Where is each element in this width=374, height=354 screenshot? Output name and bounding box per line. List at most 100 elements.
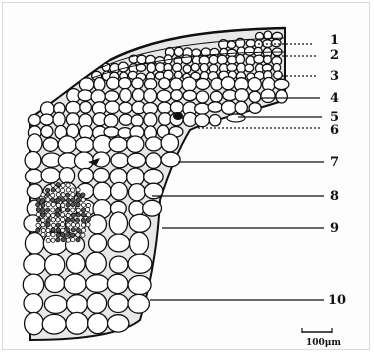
vascular-cell: [71, 228, 75, 232]
plant-cell: [120, 89, 132, 103]
vascular-cell: [66, 198, 70, 202]
vascular-cell: [66, 183, 70, 187]
vascular-cell: [66, 232, 70, 236]
vascular-cell: [61, 203, 65, 207]
plant-cell: [147, 63, 155, 73]
plant-cell: [235, 89, 248, 102]
plant-cell: [248, 78, 261, 91]
plant-cell: [89, 234, 107, 252]
vascular-cell: [46, 188, 50, 192]
plant-cell: [158, 102, 171, 113]
plant-cell: [132, 89, 144, 102]
plant-cell: [64, 274, 86, 294]
vascular-cell: [66, 208, 70, 212]
plant-cell: [93, 168, 109, 182]
label-4: 4: [330, 91, 339, 106]
plant-cell: [182, 77, 196, 91]
vascular-cell: [76, 238, 80, 242]
plant-cell: [27, 184, 42, 199]
vascular-cell: [46, 213, 50, 217]
plant-cell: [144, 79, 156, 90]
vascular-cell: [75, 218, 79, 222]
label-7: 7: [330, 155, 339, 170]
label-3: 3: [330, 69, 339, 84]
vascular-cell: [51, 202, 55, 206]
vascular-cell: [51, 183, 55, 187]
plant-cell: [27, 134, 42, 152]
label-1: 1: [330, 33, 339, 48]
plant-cell: [53, 112, 65, 126]
vascular-cell: [71, 213, 75, 217]
plant-cell: [45, 275, 65, 293]
plant-cell: [227, 41, 235, 48]
vascular-cell: [76, 208, 80, 212]
plant-cell: [161, 152, 180, 167]
vascular-cell: [61, 193, 65, 197]
vascular-cell: [46, 232, 50, 236]
plant-cell: [109, 212, 127, 234]
label-9: 9: [330, 221, 339, 236]
plant-cell: [129, 214, 150, 232]
plant-cell: [108, 234, 130, 252]
plant-cell: [195, 103, 210, 114]
label-10: 10: [328, 293, 346, 308]
plant-cell: [144, 89, 157, 103]
vascular-cell: [60, 188, 64, 192]
vascular-cell: [56, 238, 60, 242]
vascular-cell: [56, 228, 60, 232]
label-8: 8: [330, 189, 339, 204]
vascular-cell: [41, 198, 45, 202]
plant-cell: [110, 256, 128, 273]
vascular-cell: [81, 218, 85, 222]
vascular-cell: [66, 188, 70, 192]
vascular-cell: [46, 198, 50, 202]
vascular-cell: [86, 208, 90, 212]
vascular-cell: [76, 193, 80, 197]
plant-cell: [191, 63, 199, 71]
plant-cell: [79, 78, 93, 91]
plant-cell: [24, 254, 46, 275]
vascular-cell: [81, 213, 85, 217]
vascular-cell: [76, 203, 80, 207]
plant-cell: [94, 78, 105, 91]
vascular-cell: [61, 228, 65, 232]
vascular-cell: [51, 233, 55, 237]
plant-cell: [66, 312, 88, 334]
cell-layer: [23, 31, 289, 335]
vascular-cell: [66, 228, 70, 232]
scale-bar-label: 100μm: [306, 338, 341, 348]
plant-cell: [272, 39, 281, 46]
vascular-cell: [60, 213, 64, 217]
vascular-cell: [81, 228, 85, 232]
plant-cell: [274, 71, 283, 79]
plant-cell: [119, 78, 131, 89]
vascular-cell: [46, 192, 50, 196]
vascular-cell: [66, 218, 70, 222]
vascular-cell: [71, 238, 75, 242]
plant-cell: [210, 91, 222, 102]
vascular-cell: [36, 212, 40, 216]
plant-cell: [43, 138, 58, 152]
plant-cell: [108, 294, 128, 312]
vascular-cell: [71, 208, 75, 212]
plant-cell: [66, 101, 80, 114]
vascular-cell: [40, 208, 44, 212]
vascular-cell: [41, 193, 45, 197]
plant-cell: [127, 168, 144, 186]
plant-cell: [80, 102, 92, 114]
vascular-cell: [51, 218, 55, 222]
vascular-cell: [56, 193, 60, 197]
plant-cell: [195, 114, 209, 127]
plant-cell: [246, 40, 255, 47]
vascular-cell: [41, 203, 45, 207]
plant-cell: [127, 153, 145, 167]
vascular-cell: [61, 198, 65, 202]
plant-cell: [144, 169, 163, 184]
vascular-cell: [71, 218, 75, 222]
vascular-cell: [71, 192, 75, 196]
plant-cell: [111, 153, 129, 168]
plant-cell: [41, 168, 60, 183]
plant-cell: [43, 200, 58, 215]
plant-cell: [42, 314, 66, 334]
plant-cell: [170, 78, 182, 90]
